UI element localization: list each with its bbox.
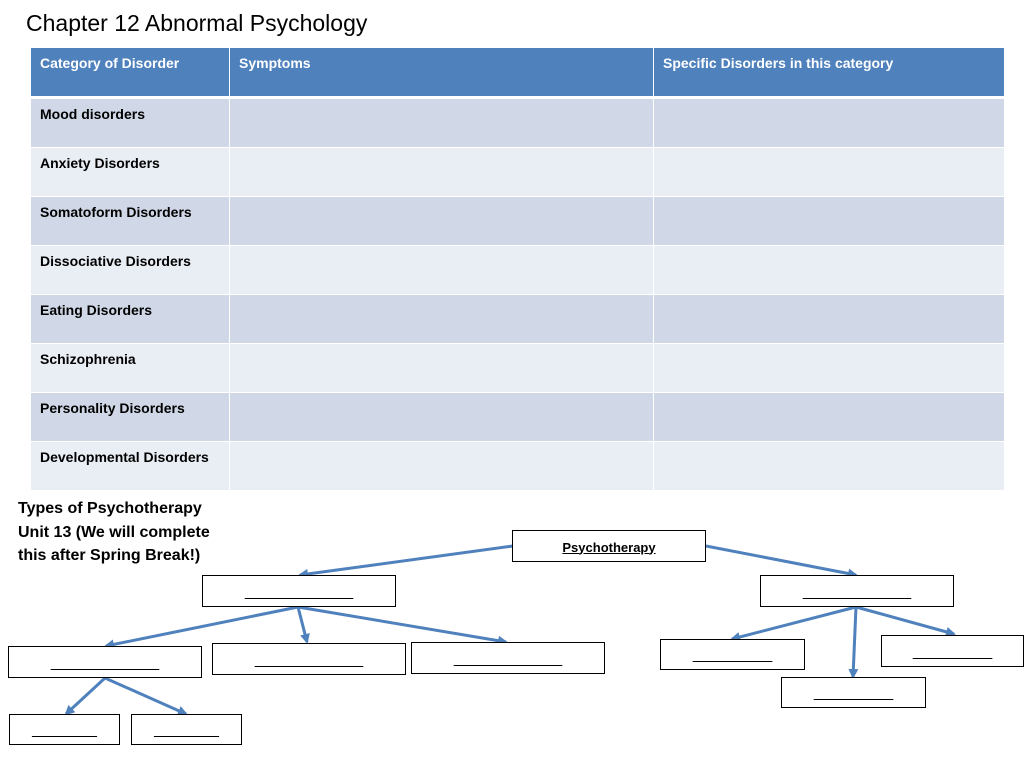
arrow-left-to-c <box>297 605 508 646</box>
arrow-right-to-d <box>730 605 857 642</box>
column-header-category: Category of Disorder <box>30 47 230 99</box>
blank-box-level2-e[interactable]: ___________ <box>781 677 926 708</box>
arrow-right-to-e <box>848 606 859 679</box>
table-row: Somatoform Disorders <box>30 196 1005 246</box>
symptoms-cell[interactable] <box>229 294 654 344</box>
arrow-left-to-b <box>296 606 310 644</box>
specific-disorders-cell[interactable] <box>653 97 1005 148</box>
blank-box-level3-a1[interactable]: _________ <box>9 714 120 745</box>
blank-box-level2-a[interactable]: _______________ <box>8 646 202 678</box>
heading-line: Unit 13 (We will complete <box>18 523 210 541</box>
table-row: Developmental Disorders <box>30 441 1005 491</box>
arrow-left-to-a <box>104 605 299 650</box>
category-cell: Developmental Disorders <box>30 441 230 491</box>
blank-box-level2-d[interactable]: ___________ <box>660 639 805 670</box>
blank-line: ___________ <box>692 648 773 663</box>
blank-box-level2-c[interactable]: _______________ <box>411 642 605 674</box>
blank-line: _______________ <box>50 655 160 671</box>
blank-line: _________ <box>31 723 98 738</box>
blank-line: _______________ <box>254 652 364 668</box>
page-title: Chapter 12 Abnormal Psychology <box>26 10 368 36</box>
symptoms-cell[interactable] <box>229 245 654 295</box>
blank-line: _______________ <box>453 651 563 667</box>
blank-box-level1-left[interactable]: _______________ <box>202 575 396 607</box>
blank-line: ___________ <box>813 686 894 701</box>
arrow-root-to-right <box>705 544 858 579</box>
specific-disorders-cell[interactable] <box>653 392 1005 442</box>
psychotherapy-heading: Types of Psychotherapy Unit 13 (We will … <box>18 497 210 568</box>
specific-disorders-cell[interactable] <box>653 245 1005 295</box>
blank-line: _________ <box>153 723 220 738</box>
blank-line: ___________ <box>912 644 993 660</box>
category-cell: Anxiety Disorders <box>30 147 230 197</box>
table-row: Personality Disorders <box>30 392 1005 442</box>
specific-disorders-cell[interactable] <box>653 294 1005 344</box>
blank-box-level1-right[interactable]: _______________ <box>760 575 954 607</box>
column-header-symptoms: Symptoms <box>229 47 654 99</box>
category-cell: Schizophrenia <box>30 343 230 393</box>
table-row: Schizophrenia <box>30 343 1005 393</box>
blank-line: _______________ <box>802 584 912 600</box>
category-cell: Mood disorders <box>30 97 230 148</box>
symptoms-cell[interactable] <box>229 392 654 442</box>
table-header-row: Category of Disorder Symptoms Specific D… <box>30 47 1005 99</box>
specific-disorders-cell[interactable] <box>653 343 1005 393</box>
psychotherapy-root-box: Psychotherapy <box>512 530 706 562</box>
table-row: Eating Disorders <box>30 294 1005 344</box>
symptoms-cell[interactable] <box>229 147 654 197</box>
symptoms-cell[interactable] <box>229 441 654 491</box>
symptoms-cell[interactable] <box>229 343 654 393</box>
disorder-table: Category of Disorder Symptoms Specific D… <box>30 47 1005 491</box>
heading-line: this after Spring Break!) <box>18 547 201 564</box>
table-row: Anxiety Disorders <box>30 147 1005 197</box>
arrow-a-to-a2 <box>104 676 188 716</box>
blank-box-level2-b[interactable]: _______________ <box>212 643 406 675</box>
table-row: Dissociative Disorders <box>30 245 1005 295</box>
symptoms-cell[interactable] <box>229 97 654 148</box>
category-cell: Dissociative Disorders <box>30 245 230 295</box>
arrow-right-to-f <box>855 605 956 637</box>
specific-disorders-cell[interactable] <box>653 147 1005 197</box>
blank-line: _______________ <box>244 584 354 600</box>
column-header-specific-disorders: Specific Disorders in this category <box>653 47 1005 99</box>
specific-disorders-cell[interactable] <box>653 441 1005 491</box>
psychotherapy-root-label: Psychotherapy <box>562 539 656 555</box>
category-cell: Eating Disorders <box>30 294 230 344</box>
arrow-root-to-left <box>298 544 514 579</box>
category-cell: Somatoform Disorders <box>30 196 230 246</box>
table-row: Mood disorders <box>30 97 1005 148</box>
category-cell: Personality Disorders <box>30 392 230 442</box>
blank-box-level2-f[interactable]: ___________ <box>881 635 1024 667</box>
arrow-a-to-a1 <box>64 676 107 716</box>
specific-disorders-cell[interactable] <box>653 196 1005 246</box>
blank-box-level3-a2[interactable]: _________ <box>131 714 242 745</box>
symptoms-cell[interactable] <box>229 196 654 246</box>
heading-line: Types of Psychotherapy <box>18 500 202 517</box>
